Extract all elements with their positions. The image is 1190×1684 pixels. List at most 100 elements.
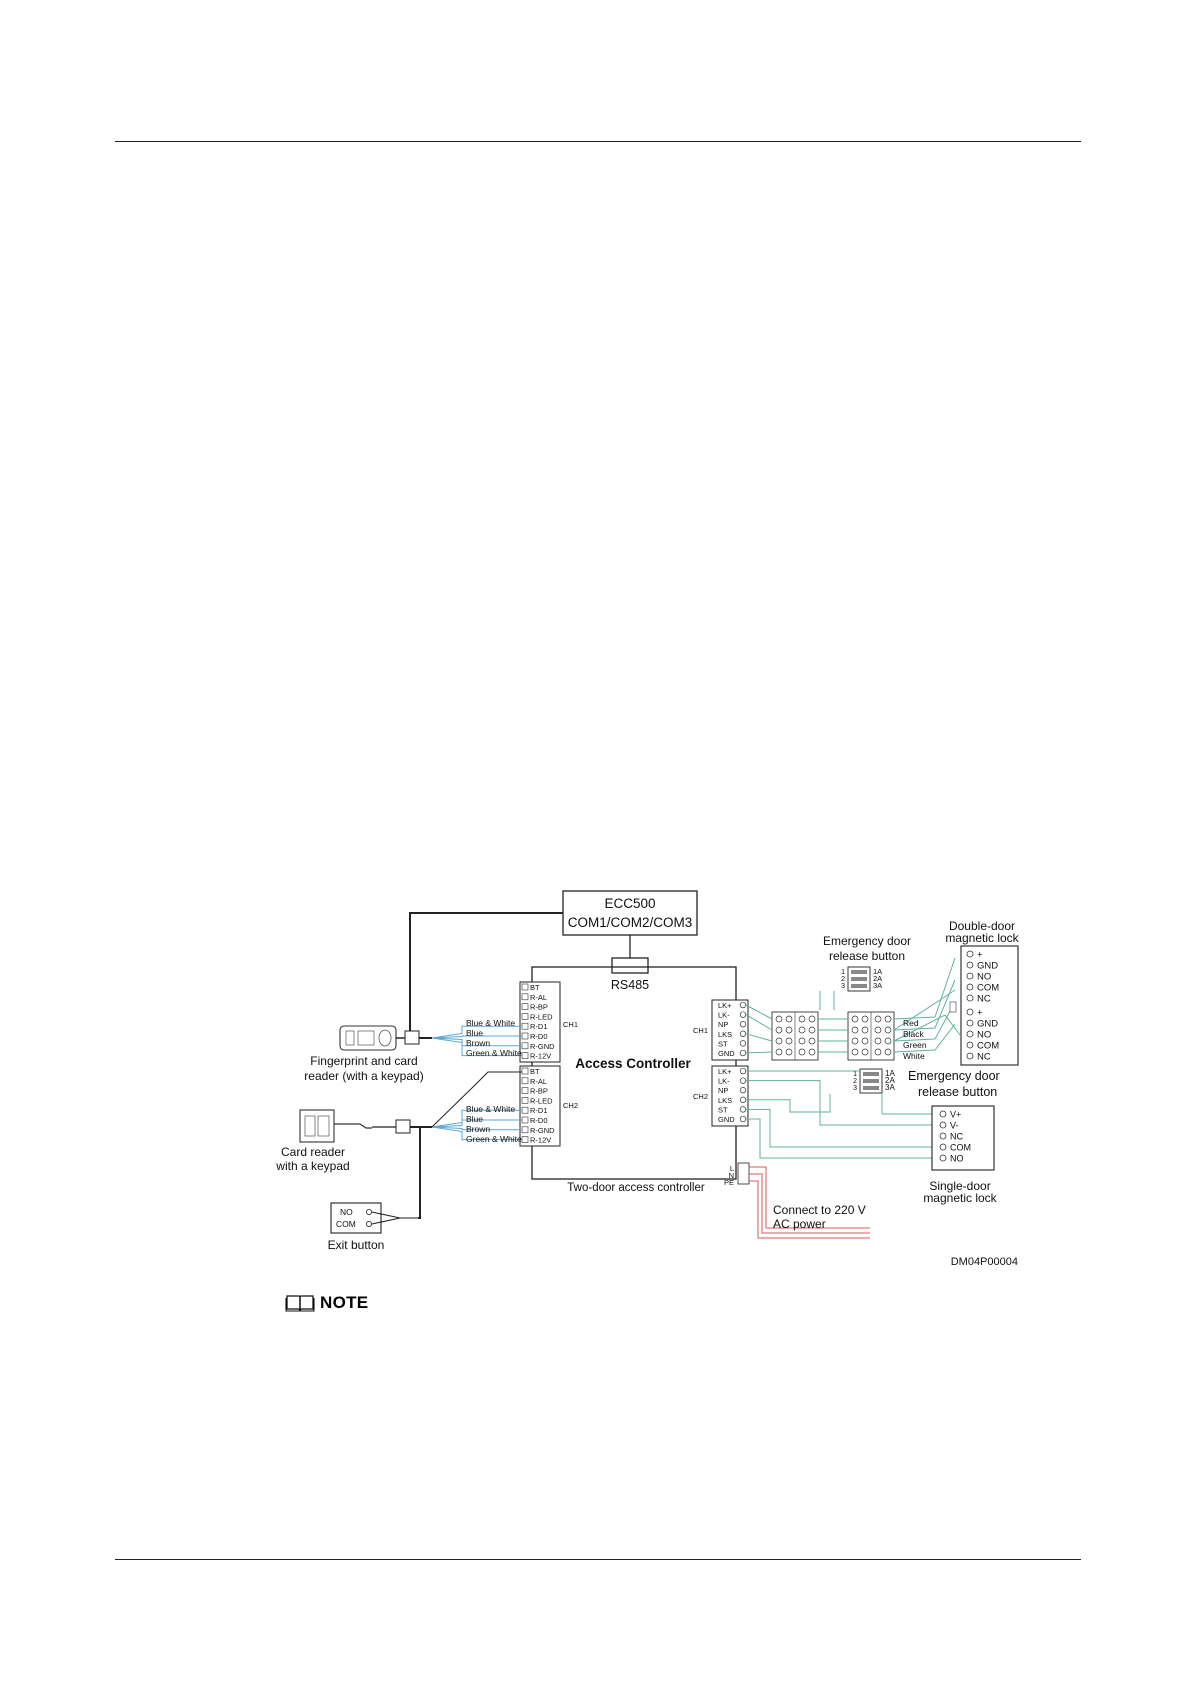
ch2-lock-pin-terminal: [739, 1067, 747, 1075]
bridge-terminal: [884, 1015, 892, 1023]
svg-text:release button: release button: [829, 949, 905, 963]
svg-text:Green & White: Green & White: [466, 1048, 522, 1058]
double-lock-terminal-label: NC: [977, 1052, 991, 1063]
emergency-release-button-top: Emergency door release button 1 2 3 1A 2…: [819, 934, 911, 1010]
book-icon: [285, 1295, 315, 1312]
card-reader-wires: [410, 1071, 522, 1141]
ch2-right-label: CH2: [693, 1092, 708, 1101]
double-lock-terminal: [966, 1052, 974, 1060]
power-caption-line1: Connect to 220 V: [773, 1203, 866, 1217]
svg-text:3A: 3A: [873, 981, 882, 990]
bridge-terminal: [851, 1048, 859, 1056]
ch1-reader-pin-label: R-GND: [530, 1042, 555, 1051]
svg-text:Green & White: Green & White: [466, 1134, 522, 1144]
ch1-left-label: CH1: [563, 1020, 578, 1029]
svg-text:White: White: [903, 1051, 925, 1061]
ch1-lock-pin-label: LK-: [718, 1011, 730, 1020]
ch1-reader-pin-box: [521, 1003, 529, 1010]
bridge-terminal: [861, 1026, 869, 1034]
card-reader-keypad: Card reader with a keypad: [275, 1109, 411, 1173]
ch1-reader-pin-label: R-AL: [530, 993, 547, 1002]
ch2-reader-pin-label: R-AL: [530, 1077, 547, 1086]
ch1-reader-pin-box: [521, 1042, 529, 1050]
ch2-reader-pin-box: [521, 1116, 529, 1124]
ch1-lock-pin-terminal: [739, 1011, 747, 1018]
single-lock-terminal-label: V-: [950, 1121, 959, 1131]
ch2-green-wire: [746, 1108, 940, 1148]
svg-text:Blue & White: Blue & White: [466, 1104, 515, 1114]
ch1-green-wire: [745, 1051, 773, 1054]
ch1-lock-pin-label: LK+: [718, 1001, 732, 1010]
card-reader-label-2: with a keypad: [275, 1159, 349, 1173]
ecc500-box: ECC500 COM1/COM2/COM3: [562, 890, 698, 936]
ch2-lock-pin-terminal: [739, 1077, 747, 1084]
bridge-terminal: [884, 1037, 892, 1045]
access-controller-body: [531, 966, 737, 1180]
ch1-reader-pin-box: [521, 1032, 529, 1040]
bridge-terminal: [884, 1026, 892, 1034]
emergency-release-button-bottom: 1 2 3 1A 2A 3A Emergency door release bu…: [853, 1068, 1000, 1099]
bridge-terminal: [861, 1048, 869, 1056]
single-lock-terminal-label: COM: [950, 1143, 971, 1153]
reader-signal-wire: [431, 1109, 522, 1128]
figure-id: DM04P00004: [951, 1256, 1018, 1268]
svg-text:NO: NO: [340, 1207, 353, 1217]
power-caption-line2: AC power: [773, 1217, 826, 1231]
note-heading: NOTE: [285, 1292, 368, 1314]
double-lock-terminal-label: NO: [977, 972, 991, 983]
bridge-terminal: [785, 1037, 793, 1045]
reader-signal-wire: [431, 1025, 522, 1039]
ch2-reader-pin-label: R-GND: [530, 1126, 555, 1135]
bridge-terminal: [775, 1026, 783, 1034]
svg-text:Blue: Blue: [466, 1028, 483, 1038]
ch1-green-wire: [893, 1023, 956, 1053]
svg-text:2A: 2A: [885, 1076, 895, 1085]
svg-text:2: 2: [841, 976, 845, 983]
svg-text:Blue: Blue: [466, 1114, 483, 1124]
ch1-reader-pin-label: R-12V: [530, 1052, 551, 1061]
bridge-terminal: [874, 1048, 882, 1056]
bridge-terminal: [851, 1015, 859, 1023]
single-lock-terminal-label: NC: [950, 1132, 963, 1142]
bridge-terminal: [798, 1048, 806, 1056]
ch2-reader-pin-box: [521, 1067, 529, 1075]
double-lock-terminal-label: +: [977, 1008, 983, 1019]
access-controller-label: Access Controller: [575, 1056, 691, 1071]
svg-text:PE: PE: [724, 1178, 734, 1187]
ch2-reader-pin-box: [521, 1077, 529, 1085]
double-door-magnetic-lock: Double-door magnetic lock +GNDNOCOMNC+GN…: [945, 919, 1020, 1066]
single-lock-terminal: [939, 1110, 947, 1118]
ch1-reader-pin-label: R-LED: [530, 1012, 553, 1021]
svg-text:1: 1: [853, 1071, 857, 1078]
svg-text:magnetic lock: magnetic lock: [945, 931, 1019, 945]
double-lock-terminal: [966, 1030, 974, 1038]
bridge-terminal: [861, 1015, 869, 1023]
ch1-green-wire: [893, 979, 956, 1031]
svg-text:2A: 2A: [873, 974, 882, 983]
ch1-reader-pin-box: [521, 993, 529, 1001]
ch2-reader-pin-box: [521, 1087, 529, 1094]
ch2-reader-pin-label: R-D1: [530, 1106, 548, 1115]
reader-signal-wire: [431, 1035, 522, 1039]
bridge-terminal: [798, 1026, 806, 1034]
ch1-lock-pin-terminal: [739, 1001, 747, 1009]
bridge-terminal: [785, 1048, 793, 1056]
ch2-lock-pin-label: NP: [718, 1086, 728, 1095]
svg-text:Brown: Brown: [466, 1124, 490, 1134]
bridge-terminal: [775, 1048, 783, 1056]
ch2-reader-pin-label: BT: [530, 1067, 540, 1076]
bridge-terminal: [785, 1026, 793, 1034]
ch2-lock-pin-terminal: [739, 1087, 747, 1094]
svg-text:Double-door: Double-door: [949, 919, 1015, 933]
lock-wire-labels: Red Black Green White: [903, 1018, 927, 1061]
double-lock-terminal-label: COM: [977, 1041, 999, 1052]
ch1-green-wire: [745, 1004, 773, 1020]
bridge-terminal: [874, 1015, 882, 1023]
terminal-bridge-blocks: [771, 1011, 895, 1061]
footer-rule: [115, 1559, 1081, 1560]
ch1-reader-pin-label: R-BP: [530, 1003, 548, 1012]
ch2-green-wire: [746, 1094, 831, 1113]
